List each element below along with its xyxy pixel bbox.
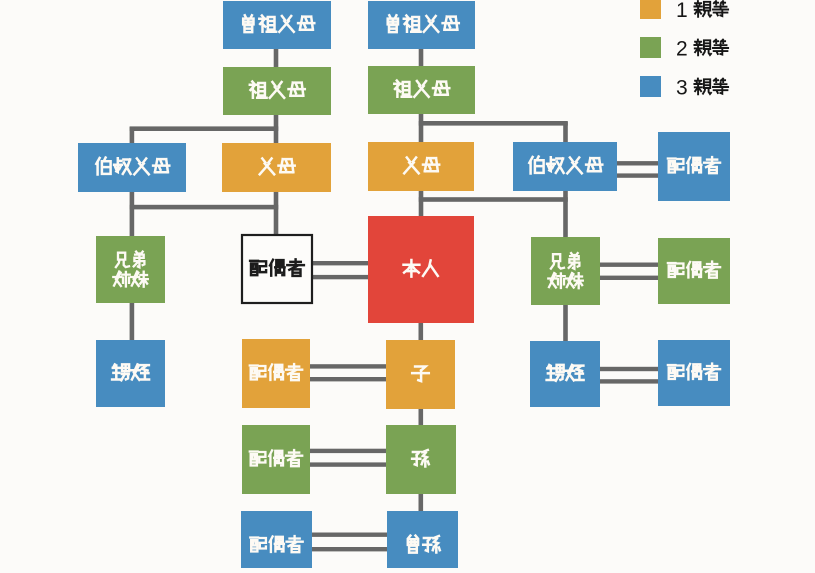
svg-text:1: 1 [676,0,688,22]
svg-text:2: 2 [676,37,688,60]
svg-text:3: 3 [676,76,688,99]
